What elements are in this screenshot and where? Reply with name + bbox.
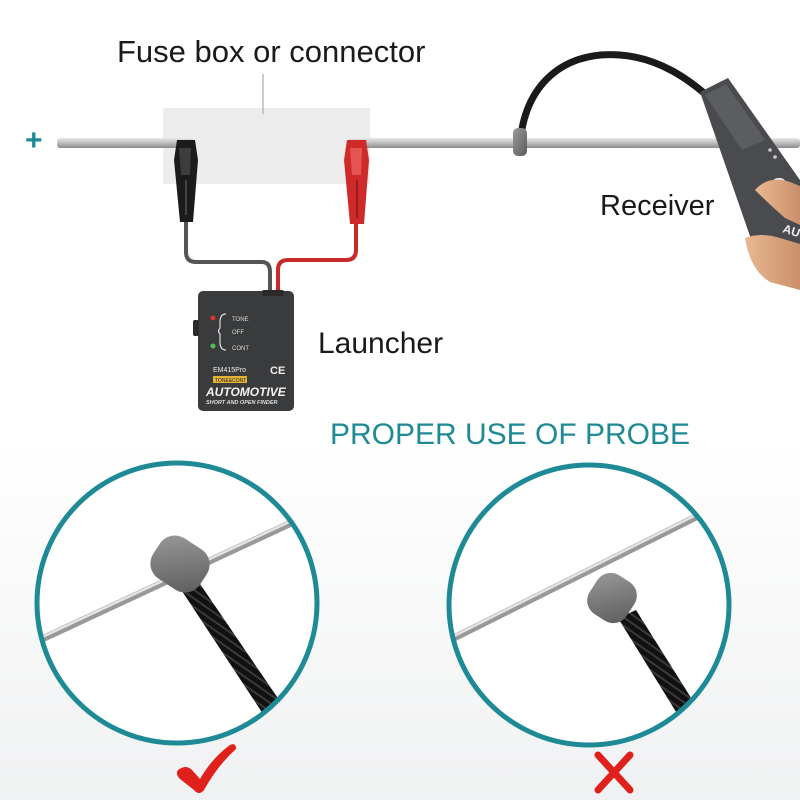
section-title: PROPER USE OF PROBE bbox=[329, 418, 691, 451]
launcher-device: TONE OFF CONT EM415Pro CE TONE&CONT AUTO… bbox=[193, 290, 294, 411]
positive-terminal-label: + bbox=[25, 124, 43, 157]
ce-mark: CE bbox=[270, 365, 285, 377]
mode-tone-label: TONE bbox=[232, 317, 249, 323]
receiver-label: Receiver bbox=[600, 190, 715, 222]
red-checkmark-icon bbox=[176, 744, 236, 793]
fuse-box-label: Fuse box or connector bbox=[117, 34, 426, 69]
red-x-icon bbox=[594, 751, 634, 794]
incorrect-probe-detail bbox=[446, 462, 732, 748]
red-lead-wire bbox=[276, 222, 358, 292]
launcher-tagline: SHORT AND OPEN FINDER bbox=[206, 400, 278, 406]
receiver-brand-fragment: AU bbox=[781, 222, 800, 241]
launcher-label: Launcher bbox=[318, 327, 444, 360]
launcher-badge: TONE&CONT bbox=[215, 378, 246, 384]
black-alligator-clip bbox=[174, 140, 198, 222]
fuse-box-panel bbox=[163, 108, 370, 184]
main-wire bbox=[57, 138, 800, 148]
mode-off-label: OFF bbox=[232, 330, 244, 336]
launcher-brand: AUTOMOTIVE bbox=[205, 385, 287, 399]
red-alligator-clip bbox=[344, 140, 369, 224]
launcher-model-label: EM415Pro bbox=[213, 367, 246, 374]
receiver-probe: AU bbox=[513, 51, 800, 265]
hand-icon bbox=[745, 179, 800, 290]
black-lead-wire bbox=[184, 220, 272, 292]
mode-cont-label: CONT bbox=[232, 346, 249, 352]
